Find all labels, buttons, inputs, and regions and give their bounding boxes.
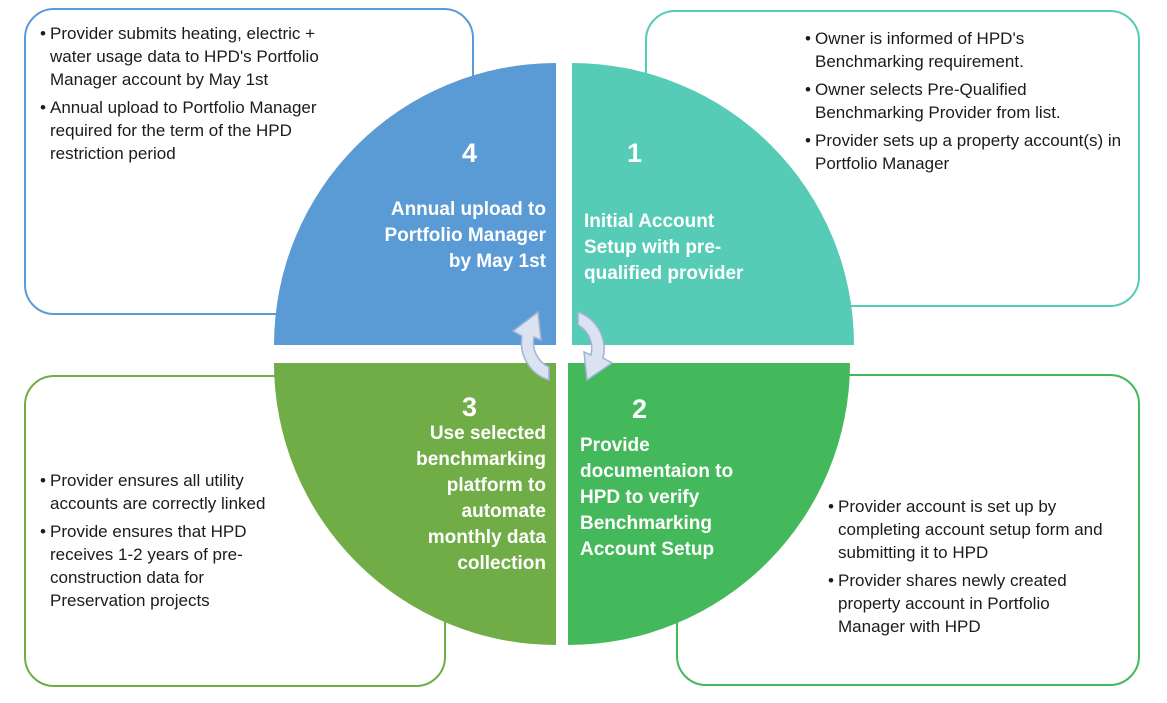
step-3-bullet-2: •Provide ensures that HPD receives 1-2 y… [40,522,247,610]
quadrant-2-documentation [568,363,850,645]
clockwise-arrow-left-icon [511,310,550,382]
step-2-bullet-1: •Provider account is set up by completin… [828,497,1103,562]
step-4-bullet-1: •Provider submits heating, electric + wa… [40,24,319,89]
step-3-number: 3 [462,392,478,422]
step-1-bullet-1: •Owner is informed of HPD's Benchmarking… [805,29,1025,71]
step-2-bullet-2: •Provider shares newly created property … [828,571,1067,636]
step-4-number: 4 [462,138,478,168]
step-1-number: 1 [627,138,643,168]
clockwise-arrow-right-icon [577,310,614,382]
step-1-bullet-2: •Owner selects Pre-Qualified Benchmarkin… [805,80,1061,122]
step-2-title: Provide documentaion to HPD to verify Be… [580,435,734,560]
quadrant-1-initial-setup [572,63,854,345]
step-2-number: 2 [632,394,648,424]
step-4-bullet-2: •Annual upload to Portfolio Manager requ… [40,98,317,163]
quadrant-3-monthly-collection [274,363,556,645]
step-1-title: Initial Account Setup with pre-qualified… [584,211,744,284]
step-4-title: Annual upload to Portfolio Manager by Ma… [384,199,546,272]
step-3-title: Use selected benchmarking platform to au… [416,423,546,574]
step-1-bullet-3: •Provider sets up a property account(s) … [805,131,1122,173]
cycle-arrows-icon [511,310,614,382]
quadrant-4-annual-upload [274,63,556,345]
step-3-bullet-1: •Provider ensures all utility accounts a… [40,471,266,513]
